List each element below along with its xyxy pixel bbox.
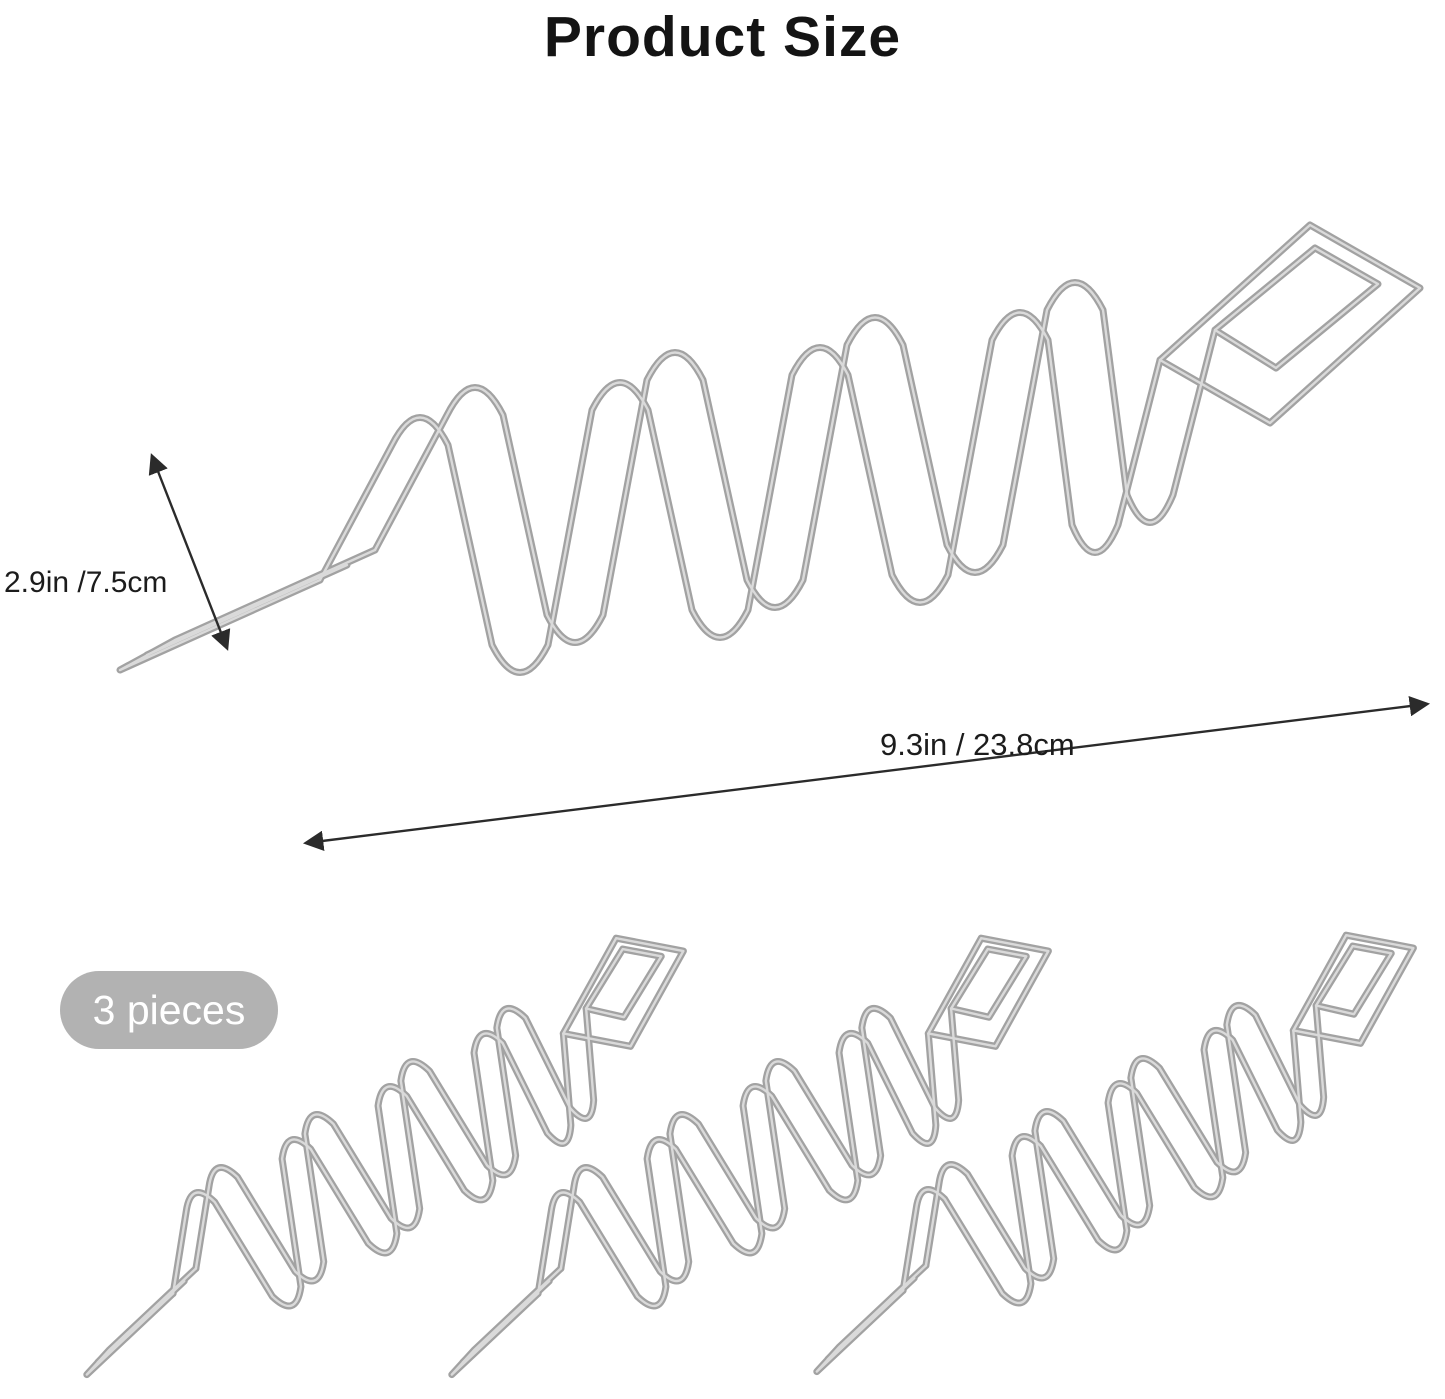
length-dimension-arrow [302,696,1431,851]
length-dimension-label: 9.3in / 23.8cm [880,727,1075,762]
pieces-count-badge: 3 pieces [60,971,278,1049]
page-title: Product Size [543,5,902,69]
width-dimension-arrow [148,453,231,651]
width-dimension-label: 2.9in /7.5cm [4,566,168,599]
taco-rack-small-3-illustration [736,913,1445,1375]
taco-rack-large-illustration [120,225,1420,673]
